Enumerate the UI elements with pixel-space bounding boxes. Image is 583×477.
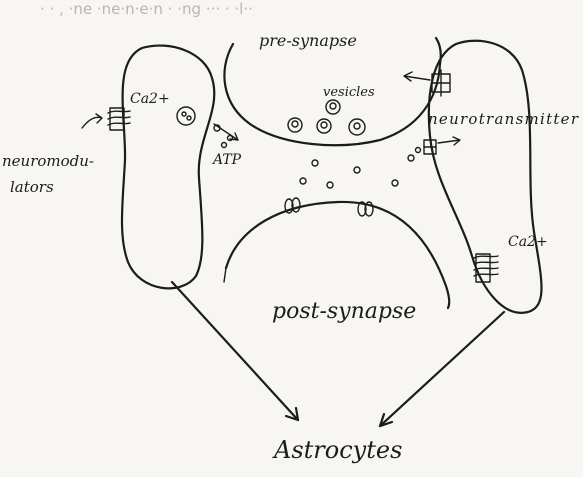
vesicle xyxy=(317,119,331,133)
right-ca-channel xyxy=(474,254,498,282)
ca-left-label: Ca2+ xyxy=(130,91,170,107)
neuromodulators-label-line1: neuromodu- xyxy=(2,152,94,170)
neuromodulators-label-line2: lators xyxy=(10,178,54,196)
vesicle-core xyxy=(354,123,360,129)
vesicle xyxy=(288,118,302,132)
post-synapse-terminal xyxy=(226,202,449,308)
vesicle-core xyxy=(321,122,327,128)
post-synapse-label: post-synapse xyxy=(272,299,416,324)
vesicle-core xyxy=(330,103,336,109)
cleft-dots xyxy=(300,148,421,189)
left-ca-channel xyxy=(108,108,130,130)
right-astrocyte-cell xyxy=(429,41,542,313)
vesicle xyxy=(349,119,365,135)
atp-vesicle xyxy=(177,107,195,125)
vesicle xyxy=(326,100,340,114)
arrow-right-to-astrocytes xyxy=(380,312,504,426)
atp-arrow xyxy=(214,124,238,140)
astrocytes-label: Astrocytes xyxy=(272,436,402,464)
atp-label: ATP xyxy=(211,152,242,168)
neuromodulators-arrow xyxy=(82,114,102,128)
right-transporter xyxy=(432,70,450,96)
neurotransmitter-label: neurotransmitter xyxy=(428,110,579,128)
vesicles-label: vesicles xyxy=(323,85,375,100)
post-synapse-tick xyxy=(224,268,226,282)
uptake-arrow xyxy=(404,72,430,81)
pre-synapse-label: pre-synapse xyxy=(259,31,357,50)
left-astrocyte-cell xyxy=(122,46,214,289)
top-partial-text: · · , ·ne ·ne·n·e·n · ·ng ··· · ·l·· xyxy=(40,0,253,18)
release-arrow xyxy=(438,137,460,145)
vesicles-group xyxy=(288,100,365,135)
ca-right-label: Ca2+ xyxy=(508,234,548,250)
vesicle-core xyxy=(292,121,298,127)
